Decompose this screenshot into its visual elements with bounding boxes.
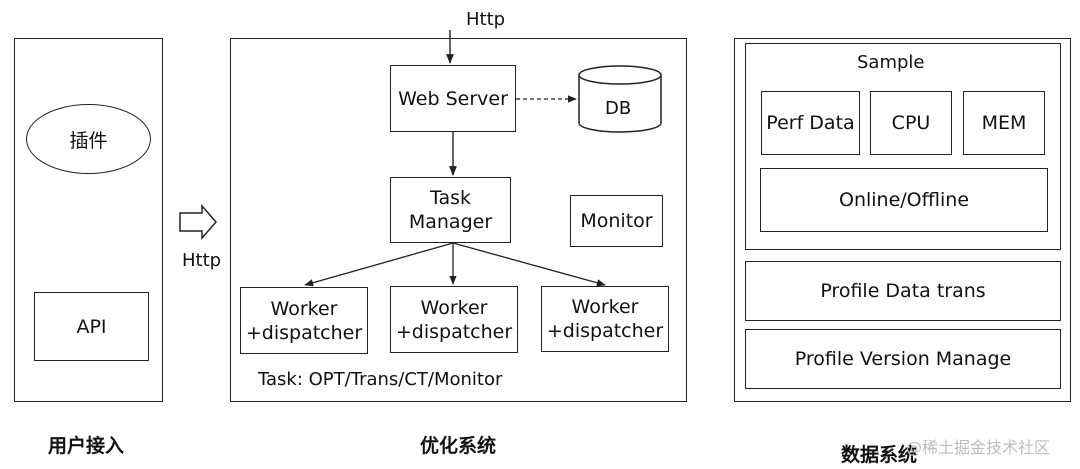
cpu-node: CPU xyxy=(870,91,952,155)
profile-version-manage-node: Profile Version Manage xyxy=(745,329,1061,389)
data-system-panel xyxy=(734,38,1071,402)
perf-data-node: Perf Data xyxy=(761,91,860,155)
worker-2-line-2: +dispatcher xyxy=(395,320,513,343)
http-input-label: Http xyxy=(466,9,506,30)
mem-node: MEM xyxy=(963,91,1045,155)
http-arrow-label: Http xyxy=(182,250,222,271)
db-label: DB xyxy=(605,98,632,119)
hollow-right-arrow-icon xyxy=(179,204,217,240)
task-types-label: Task: OPT/Trans/CT/Monitor xyxy=(258,369,503,390)
task-manager-line-2: Manager xyxy=(408,211,493,233)
sample-title: Sample xyxy=(857,52,925,73)
worker-node-2: Worker +dispatcher xyxy=(390,286,518,353)
taskmanager-to-worker1-arrow xyxy=(304,242,454,287)
optimization-system-caption: 优化系统 xyxy=(420,435,497,457)
task-manager-line-1: Task xyxy=(429,187,471,209)
user-access-caption: 用户接入 xyxy=(48,435,125,457)
monitor-node: Monitor xyxy=(570,195,663,247)
worker-node-1: Worker +dispatcher xyxy=(240,287,368,354)
worker-1-line-1: Worker xyxy=(270,297,338,320)
watermark-text: @稀土掘金技术社区 xyxy=(906,438,1051,457)
db-cylinder-icon xyxy=(578,65,662,133)
worker-node-3: Worker +dispatcher xyxy=(541,286,669,352)
api-node: API xyxy=(34,292,149,361)
plugin-node: 插件 xyxy=(26,104,151,174)
profile-data-trans-node: Profile Data trans xyxy=(745,261,1061,321)
optimization-system-panel xyxy=(230,38,687,402)
worker-2-line-1: Worker xyxy=(420,296,488,319)
data-system-caption: 数据系统 xyxy=(841,444,918,466)
user-access-panel xyxy=(14,38,163,402)
task-manager-node: Task Manager xyxy=(390,177,511,243)
sample-group xyxy=(745,43,1061,250)
web-server-node: Web Server xyxy=(390,65,516,132)
worker-1-line-2: +dispatcher xyxy=(245,321,363,344)
worker-3-line-1: Worker xyxy=(571,296,639,318)
worker-3-line-2: +dispatcher xyxy=(546,320,664,342)
online-offline-node: Online/Offline xyxy=(760,168,1048,232)
taskmanager-to-worker3-arrow xyxy=(452,242,606,287)
